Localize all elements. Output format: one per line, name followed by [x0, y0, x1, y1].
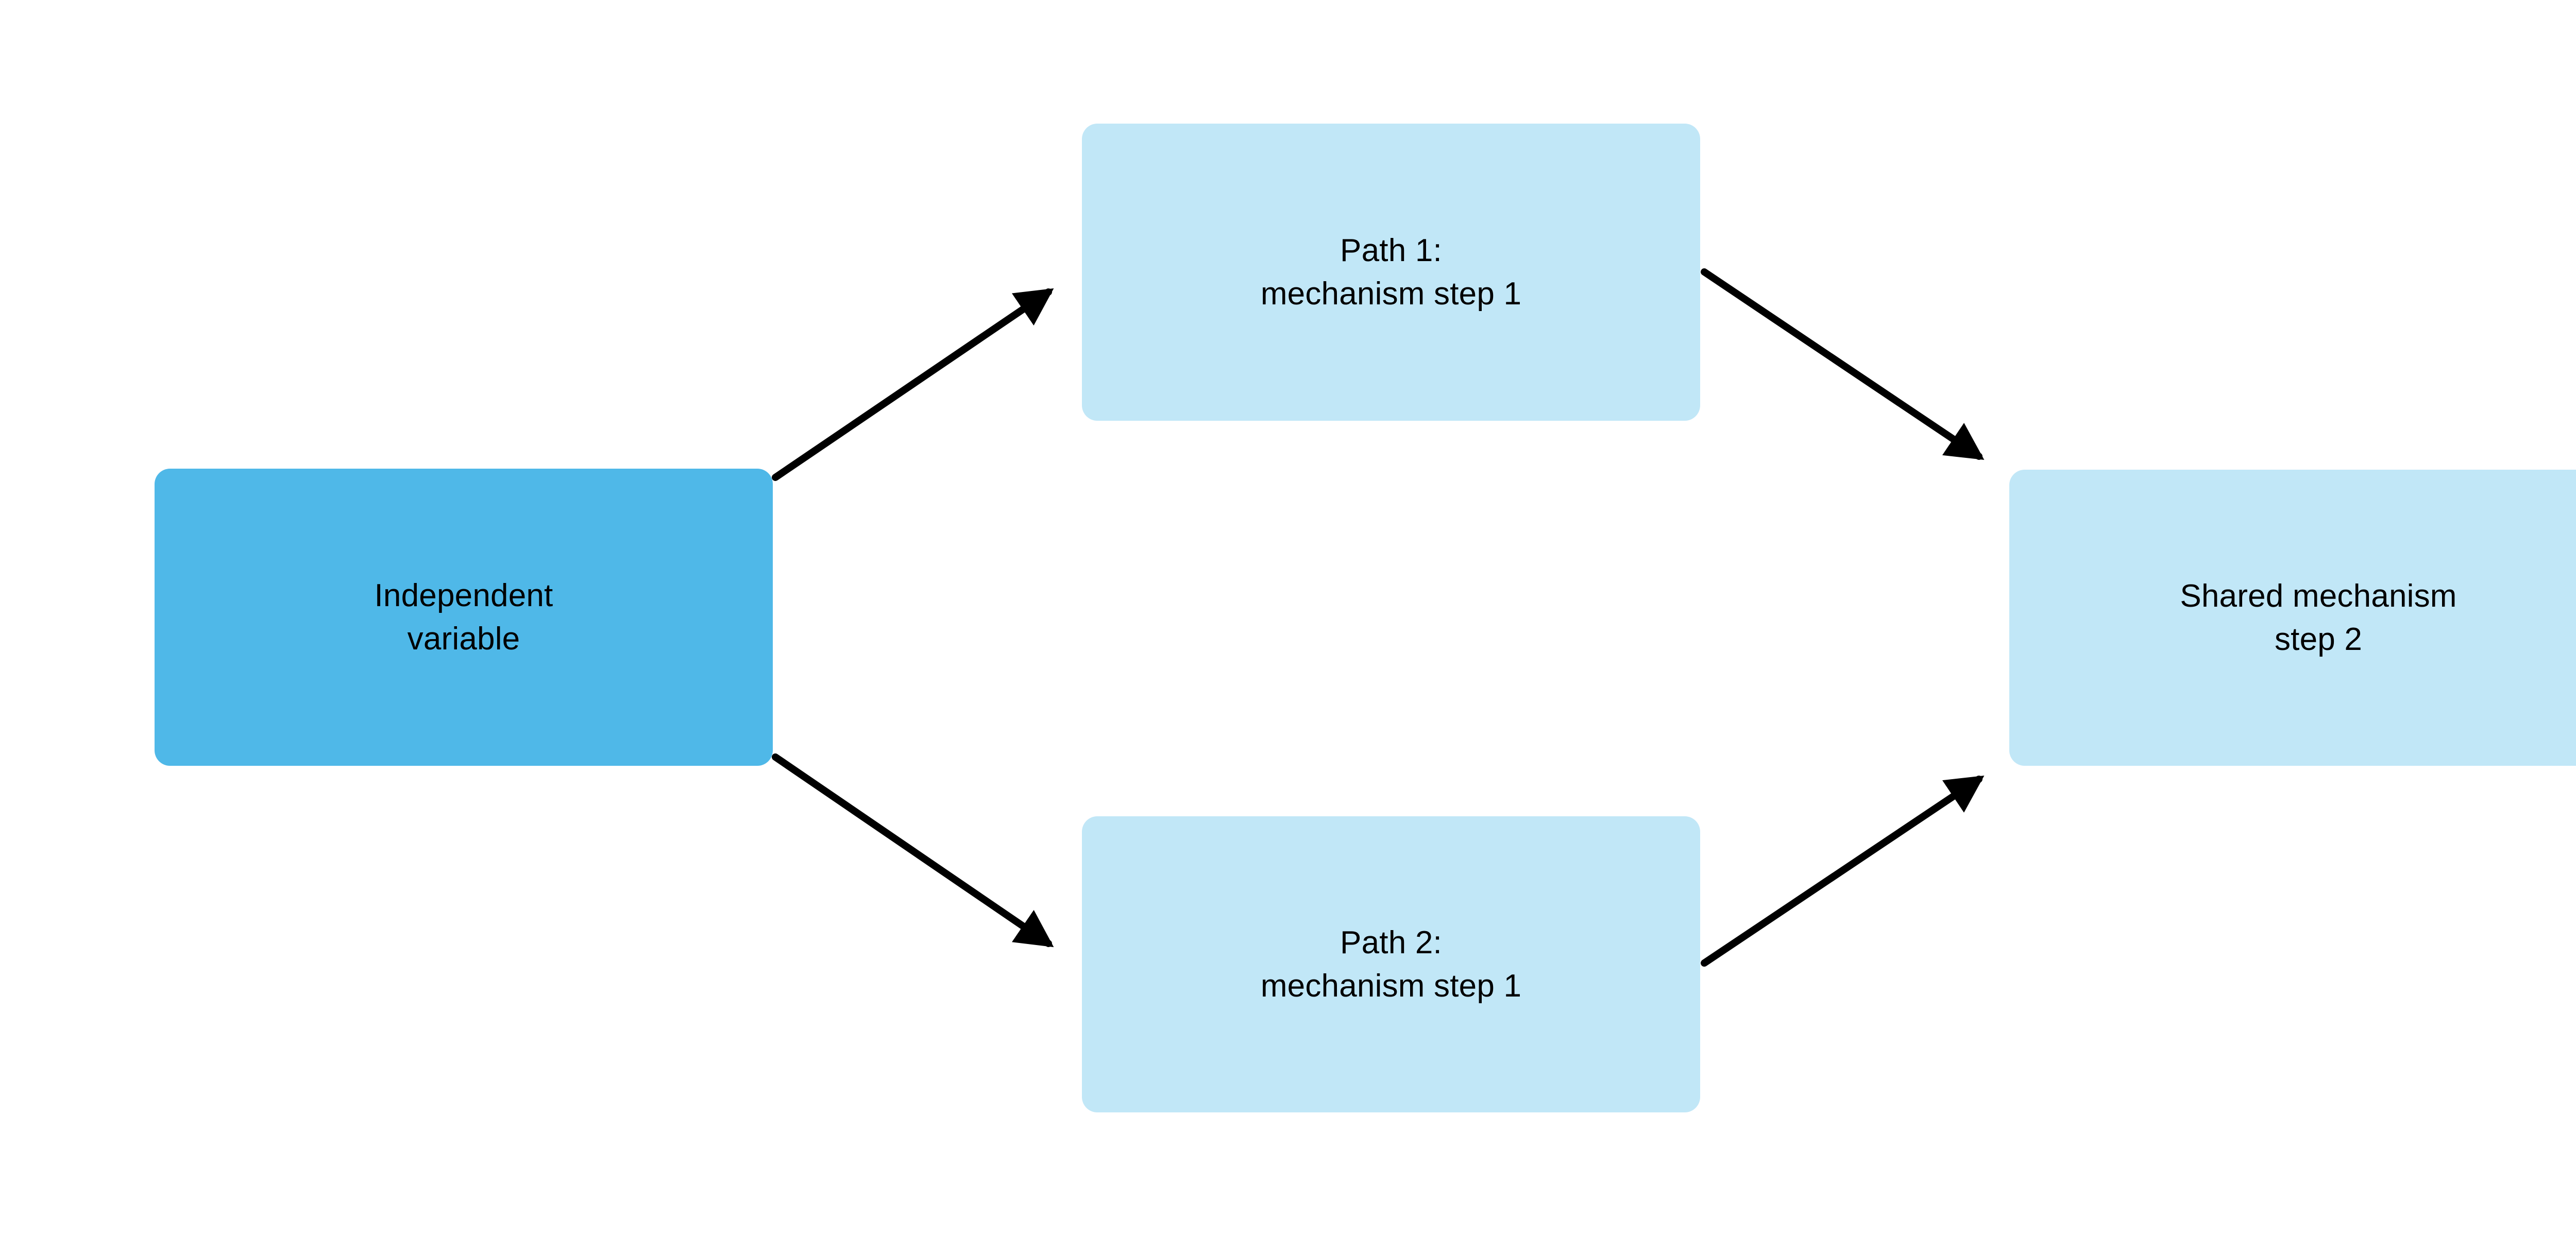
node-shared-mechanism-step-2[interactable]: Shared mechanism step 2 — [2009, 470, 2576, 766]
edge-independent-to-path2 — [772, 753, 1054, 948]
node-independent-variable-label: Independent variable — [374, 578, 553, 657]
edge-independent-to-path1 — [772, 288, 1054, 481]
edge-path1-to-shared — [1701, 268, 1985, 460]
node-path2-mechanism-step-1[interactable]: Path 2: mechanism step 1 — [1082, 816, 1700, 1112]
node-path1-mechanism-step-1[interactable]: Path 1: mechanism step 1 — [1082, 124, 1700, 421]
edge-path2-to-shared — [1701, 775, 1985, 967]
node-path1-mechanism-step-1-label: Path 1: mechanism step 1 — [1260, 233, 1522, 312]
node-independent-variable[interactable]: Independent variable — [155, 469, 773, 766]
node-shared-mechanism-step-2-label: Shared mechanism step 2 — [2180, 578, 2457, 657]
node-path2-mechanism-step-1-label: Path 2: mechanism step 1 — [1260, 925, 1522, 1004]
